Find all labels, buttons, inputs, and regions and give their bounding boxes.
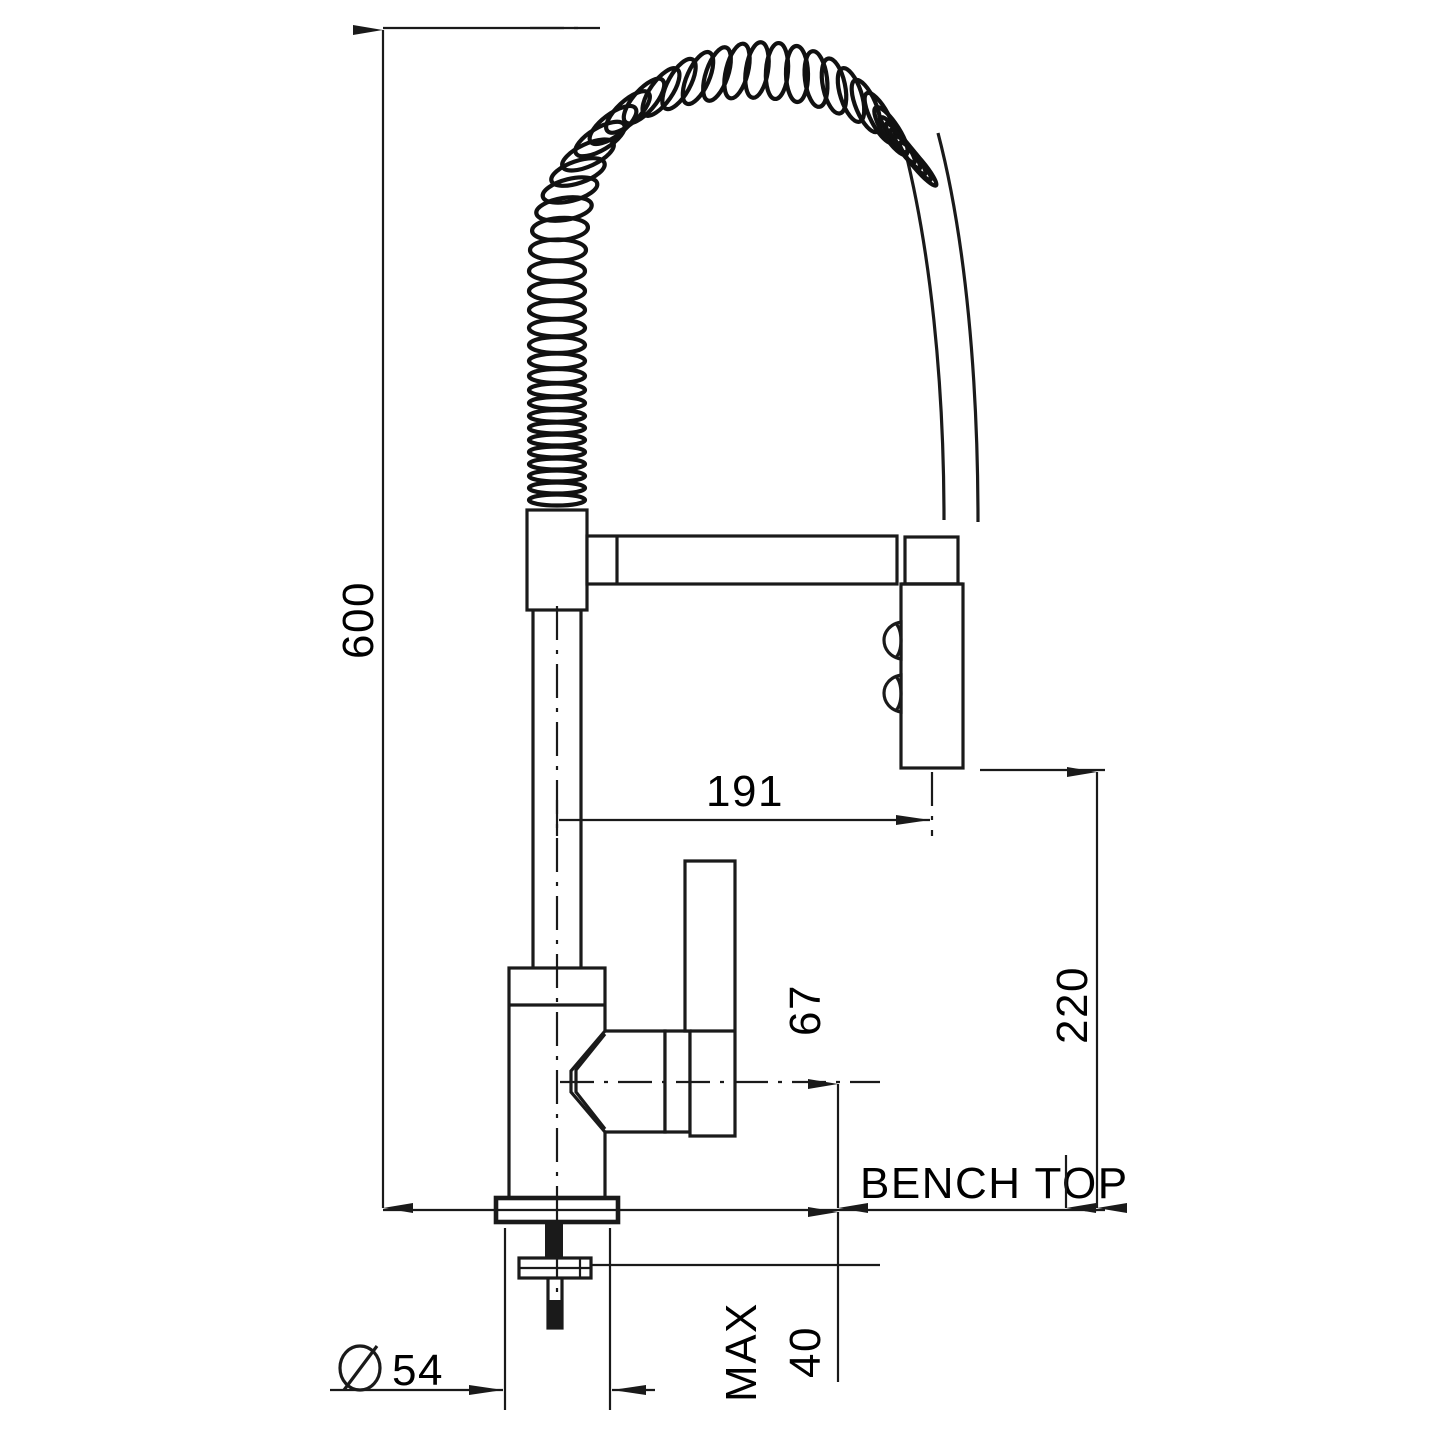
riser-tube	[531, 610, 583, 968]
dimension-label-191: 191	[706, 767, 784, 816]
dimension-label-54: 54	[392, 1346, 444, 1395]
coil-lower-straight	[526, 237, 589, 508]
dimension-label-67: 67	[781, 984, 830, 1036]
dimension-max-bench-thickness: 40 MAX	[591, 1207, 880, 1402]
support-arm	[585, 534, 899, 586]
coil-compressed-end	[878, 115, 939, 188]
dimension-spout-reach: 191	[555, 767, 934, 836]
spray-head	[882, 535, 965, 770]
coil-arch	[529, 40, 910, 243]
coil-base-collar	[525, 508, 589, 612]
dimension-label-40: 40	[781, 1326, 830, 1378]
dimension-overall-height: 600	[334, 25, 610, 1213]
bench-top-label: BENCH TOP	[860, 1159, 1129, 1208]
spray-head-button-upper	[882, 620, 903, 661]
spray-hose	[903, 132, 980, 523]
dimension-label-max: MAX	[717, 1302, 766, 1402]
bench-top-datum: BENCH TOP	[610, 1155, 1129, 1213]
dimension-label-600: 600	[334, 581, 383, 659]
faucet-assembly	[493, 26, 980, 1330]
spring-coil	[526, 40, 939, 508]
dimension-label-220: 220	[1048, 966, 1097, 1044]
diameter-symbol-icon	[338, 1344, 382, 1392]
dimension-base-diameter: 54	[330, 1228, 655, 1410]
dimension-handle-height: 67	[560, 984, 880, 1213]
mounting-washer	[517, 1256, 593, 1280]
spray-head-button-lower	[882, 673, 903, 714]
